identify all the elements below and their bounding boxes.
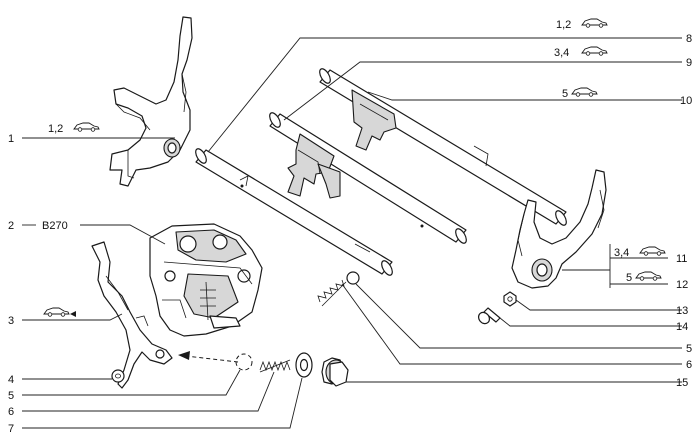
detent-ball-upper bbox=[346, 271, 360, 285]
circlip bbox=[111, 369, 125, 383]
selector-housing-b270 bbox=[149, 223, 263, 337]
shift-fork-3-4-5 bbox=[511, 169, 607, 289]
callout-7: 7 bbox=[8, 423, 14, 435]
car-icon bbox=[639, 246, 666, 256]
washer bbox=[295, 352, 313, 378]
callout-9: 9 bbox=[686, 57, 692, 69]
shift-rod-3-4 bbox=[269, 112, 467, 244]
insertion-arrowhead bbox=[178, 351, 190, 360]
callout-5-right: 5 bbox=[686, 343, 692, 355]
variant-label-9: 3,4 bbox=[554, 47, 569, 59]
plug-screw bbox=[321, 357, 349, 387]
callout-11: 11 bbox=[676, 253, 687, 265]
callout-3: 3 bbox=[8, 315, 14, 327]
callout-6-right: 6 bbox=[686, 359, 692, 371]
variant-label-10: 5 bbox=[562, 88, 568, 100]
variant-label-11: 3,4 bbox=[614, 247, 629, 259]
car-icon bbox=[73, 122, 100, 132]
car-icon bbox=[581, 18, 608, 28]
callout-15: 15 bbox=[676, 377, 688, 389]
callout-10: 10 bbox=[680, 95, 692, 107]
callout-6-left: 6 bbox=[8, 406, 14, 418]
car-icon bbox=[581, 46, 608, 56]
shift-rod-1-2 bbox=[195, 148, 424, 276]
locknut bbox=[503, 291, 517, 307]
selector-lever bbox=[91, 241, 173, 389]
variant-label-12: 5 bbox=[626, 272, 632, 284]
detent-ball-lower bbox=[235, 353, 253, 371]
insertion-arrow bbox=[185, 355, 239, 363]
callout-5-left: 5 bbox=[8, 390, 14, 402]
detent-spring-upper bbox=[317, 279, 347, 307]
callout-14: 14 bbox=[676, 321, 688, 333]
part-code-b270: B270 bbox=[42, 220, 68, 232]
callout-4: 4 bbox=[8, 374, 14, 386]
shift-fork-1-2 bbox=[109, 16, 193, 187]
callout-2: 2 bbox=[8, 220, 14, 232]
callout-8: 8 bbox=[686, 33, 692, 45]
callout-13: 13 bbox=[676, 305, 688, 317]
leader-lines bbox=[22, 37, 682, 429]
callout-1: 1 bbox=[8, 133, 14, 145]
car-icon bbox=[571, 87, 598, 97]
variant-label-1: 1,2 bbox=[48, 123, 63, 135]
detent-spring-lower bbox=[259, 359, 291, 373]
variant-label-8: 1,2 bbox=[556, 19, 571, 31]
car-arrow-icon bbox=[43, 307, 76, 317]
shift-rod-5 bbox=[319, 68, 567, 226]
car-icon bbox=[635, 271, 662, 281]
callout-12: 12 bbox=[676, 279, 688, 291]
fork-bolt bbox=[477, 307, 501, 325]
